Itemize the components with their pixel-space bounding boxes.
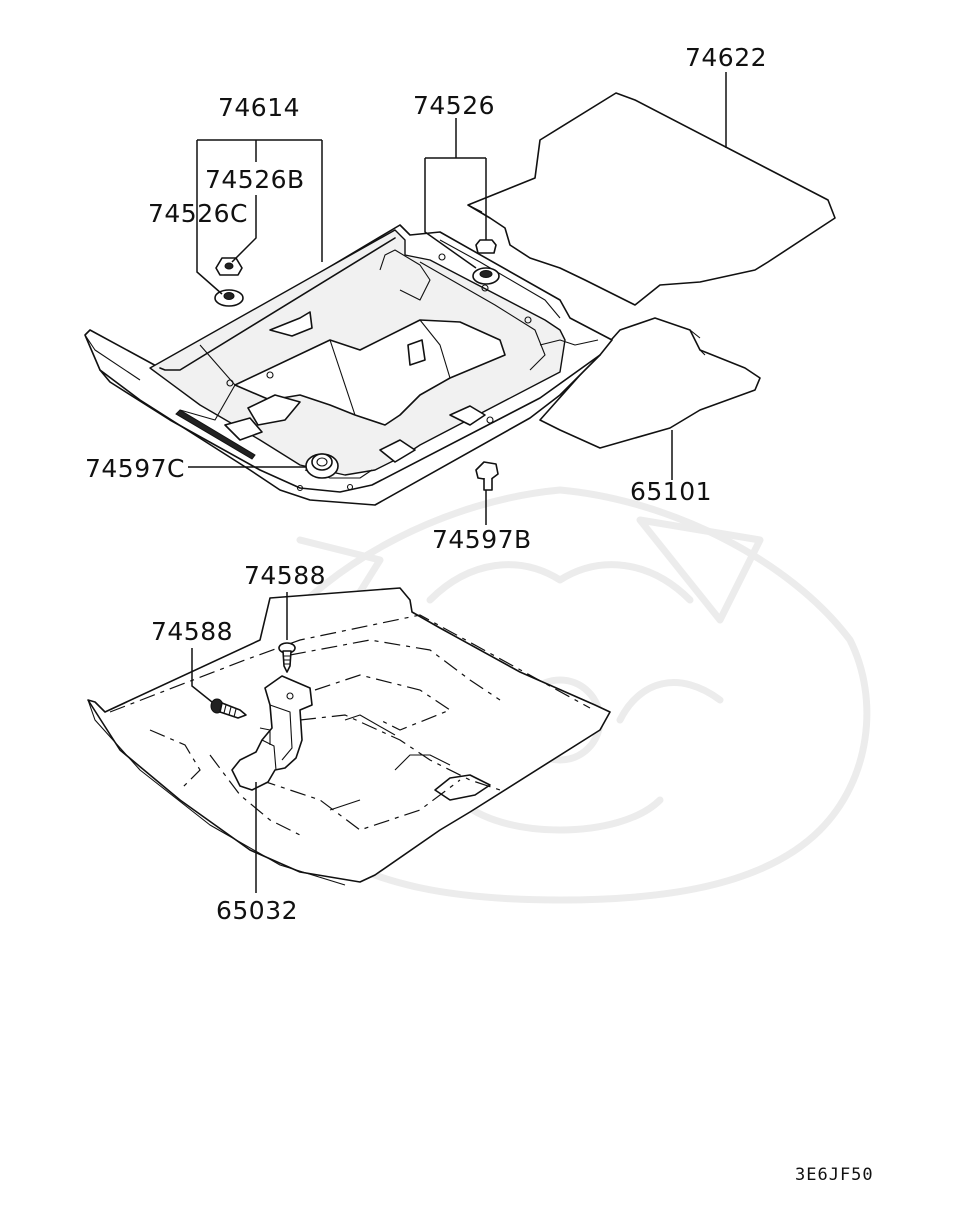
leader-lines — [188, 72, 727, 893]
label-74597b: 74597B — [432, 525, 532, 554]
bracket-65032 — [231, 675, 313, 791]
label-74588-top: 74588 — [244, 561, 326, 590]
clip-74526b — [215, 257, 243, 276]
label-74597c: 74597C — [85, 454, 185, 483]
label-65032: 65032 — [216, 896, 298, 925]
floor-panel-65101 — [539, 317, 761, 449]
screw-74588-top — [278, 642, 296, 673]
screw-74588-left — [210, 698, 247, 719]
label-74588-left: 74588 — [151, 617, 233, 646]
label-74614: 74614 — [218, 93, 300, 122]
grommet-74597c — [305, 453, 339, 479]
fastener-74597b — [475, 461, 499, 491]
carpet-assembly-lower — [87, 587, 611, 886]
figure-code: 3E6JF50 — [795, 1165, 874, 1185]
clip-74526 — [472, 239, 500, 285]
label-74526b: 74526B — [205, 165, 305, 194]
floor-mat-74622 — [467, 92, 836, 306]
carpet-assembly-upper — [84, 224, 613, 506]
label-65101: 65101 — [630, 477, 712, 506]
label-74622: 74622 — [685, 43, 767, 72]
label-74526: 74526 — [413, 91, 495, 120]
label-74526c: 74526C — [148, 199, 248, 228]
